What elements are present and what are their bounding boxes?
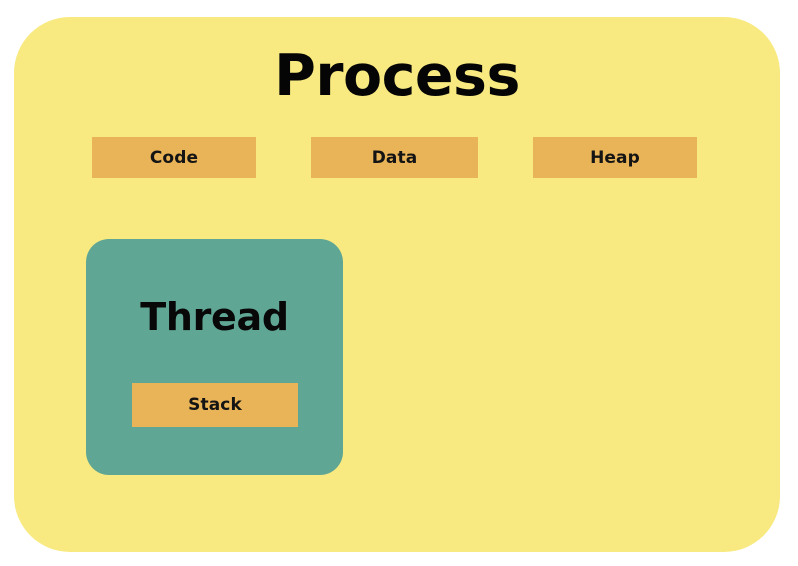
process-segment-data-label: Data <box>371 147 418 168</box>
process-segment-data: Data <box>311 137 478 178</box>
process-segment-heap: Heap <box>533 137 697 178</box>
process-segment-code: Code <box>92 137 256 178</box>
thread-title: Thread <box>140 295 289 339</box>
process-segment-heap-label: Heap <box>590 147 640 168</box>
thread-segment-stack: Stack <box>132 383 298 427</box>
thread-segment-stack-label: Stack <box>188 395 242 415</box>
thread-container: Thread Stack <box>86 239 343 475</box>
process-title: Process <box>274 43 520 109</box>
process-segment-code-label: Code <box>149 147 199 168</box>
process-container: Process Code Data Heap Thread Stack <box>14 17 780 552</box>
